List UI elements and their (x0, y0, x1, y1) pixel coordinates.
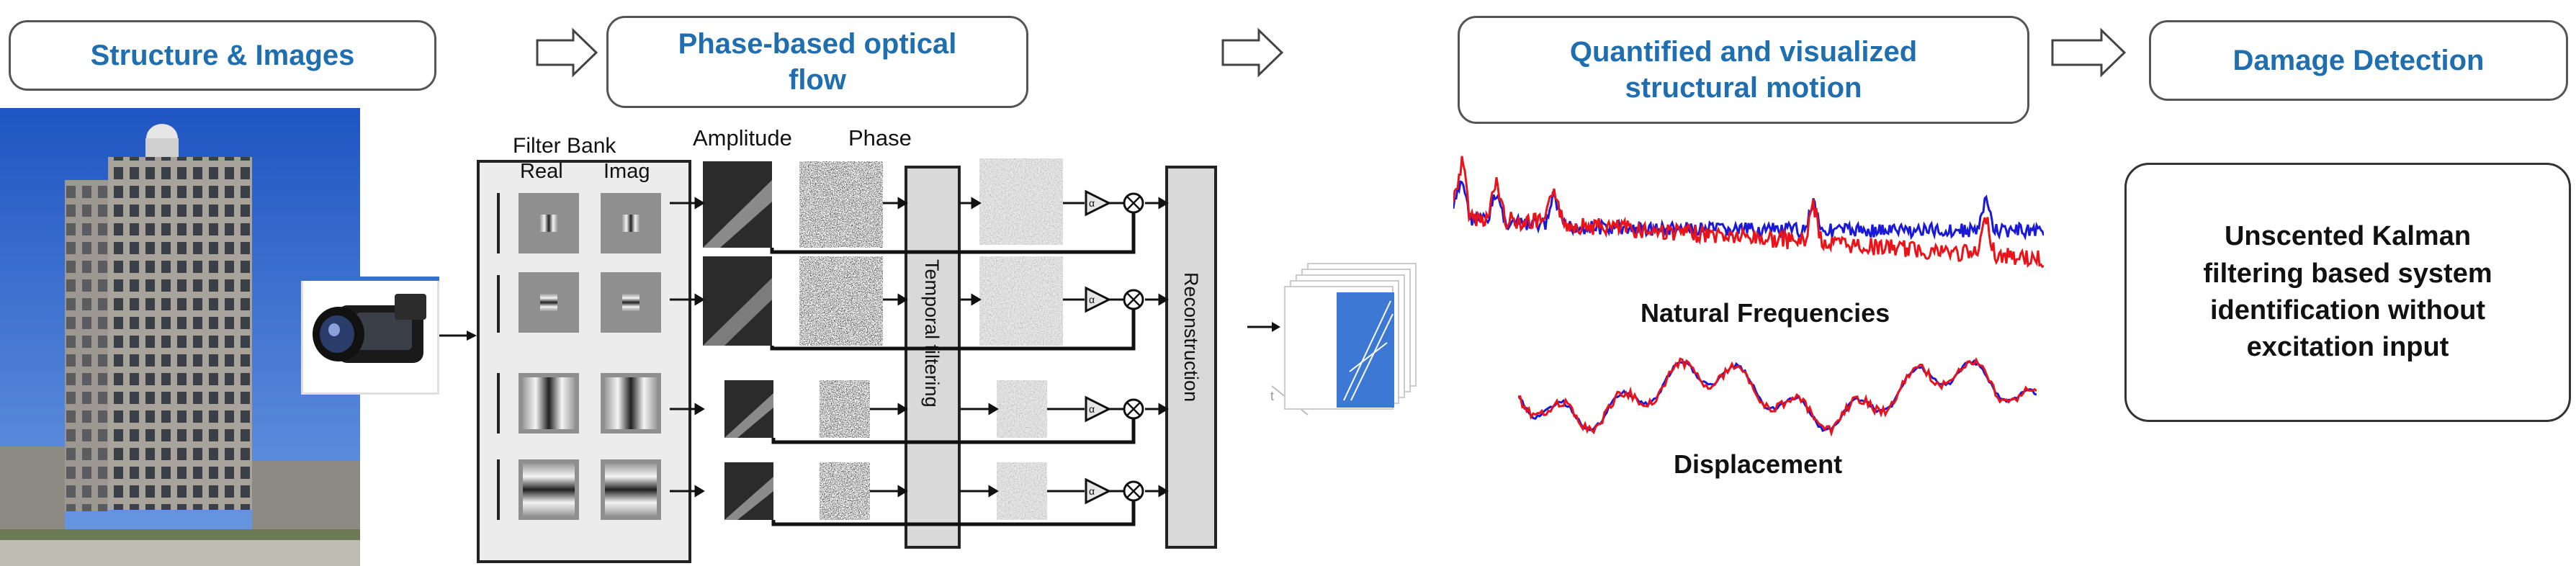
stage-phase-optical-flow: Phase-based optical flow (606, 16, 1028, 108)
building-photo (0, 108, 360, 566)
reconstruction-label: Reconstruction (1180, 272, 1202, 403)
natural-frequencies-label: Natural Frequencies (1641, 298, 1890, 328)
ukf-line-1: Unscented Kalman (2224, 221, 2472, 252)
stage-damage-label: Damage Detection (2232, 45, 2485, 76)
reconstruction-output-arrow (1247, 322, 1280, 332)
amplifier-icon (1085, 189, 1112, 505)
imag-label: Imag (603, 160, 650, 183)
stage-quantified-label-line1: Quantified and visualized (1569, 36, 1918, 68)
stage-damage-detection: Damage Detection (2149, 20, 2568, 101)
camera-icon (313, 294, 426, 363)
ukf-line-3: identification without (2209, 295, 2486, 325)
ukf-line-2: filtering based system (2203, 258, 2492, 289)
right-arrow-icon (1221, 27, 1284, 78)
natural-frequencies-plot (1453, 156, 2044, 269)
svg-text:α: α (1089, 294, 1095, 305)
ukf-line-4: excitation input (2246, 332, 2449, 363)
right-arrow-icon (536, 27, 598, 78)
ukf-description-box: Unscented Kalman filtering based system … (2124, 163, 2571, 422)
amplitude-label: Amplitude (693, 125, 792, 151)
output-frames-stack (1271, 263, 1417, 415)
displacement-label: Displacement (1674, 449, 1843, 479)
svg-text:α: α (1089, 485, 1095, 497)
filter-output-arrows (670, 197, 705, 498)
right-arrow-icon (2051, 27, 2127, 78)
phase-processing-diagram: α α α α (703, 158, 1217, 549)
stage-structure-images-label: Structure & Images (90, 40, 355, 71)
time-axis-label: t (1270, 389, 1275, 403)
camera-output-arrow (439, 331, 477, 341)
amplitude-image-1 (703, 161, 772, 248)
temporal-filtering-label: Temporal filtering (921, 259, 943, 408)
displacement-plot (1518, 356, 2037, 437)
filter-bank-kernels (497, 193, 661, 520)
svg-text:α: α (1089, 197, 1095, 209)
stage-quantified-motion: Quantified and visualized structural mot… (1458, 16, 2029, 124)
real-label: Real (520, 160, 563, 183)
stage-phase-label-line1: Phase-based optical (678, 28, 957, 60)
sky-strip (301, 277, 439, 281)
stage-structure-images: Structure & Images (9, 20, 436, 91)
stage-phase-label-line2: flow (789, 64, 846, 96)
filter-bank-label: Filter Bank (513, 134, 616, 158)
svg-text:α: α (1089, 403, 1095, 415)
phase-label: Phase (848, 125, 912, 151)
stage-quantified-label-line2: structural motion (1625, 72, 1862, 104)
